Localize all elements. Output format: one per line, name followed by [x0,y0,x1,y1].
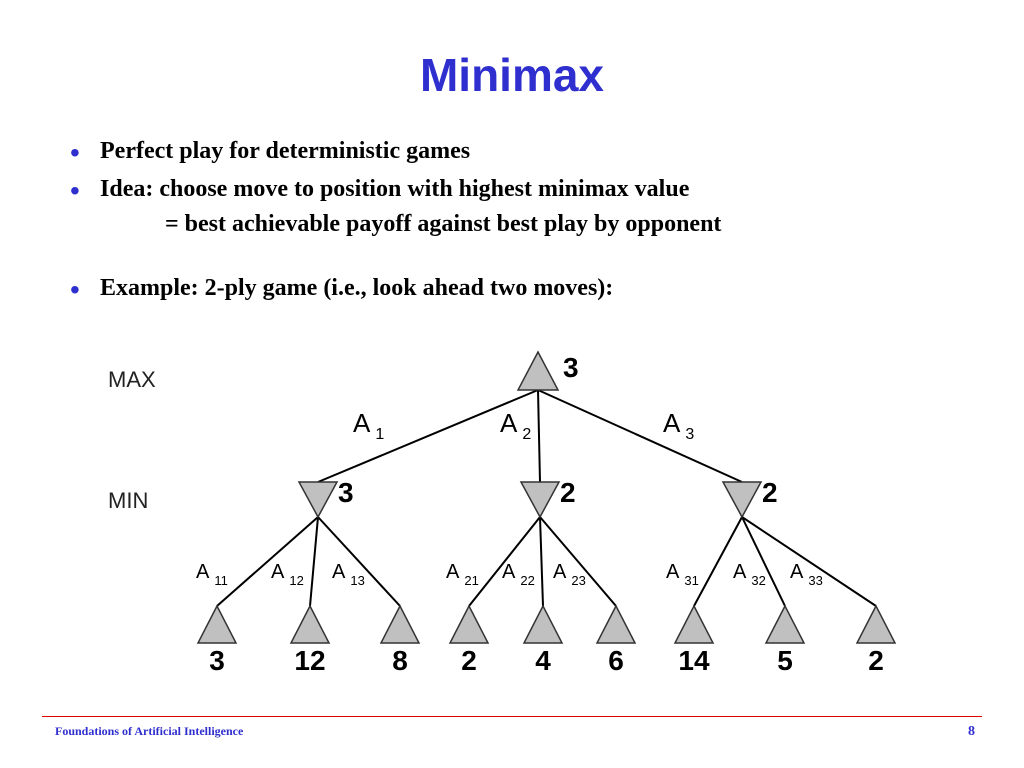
leaf-value: 14 [678,645,710,676]
slide-title: Minimax [419,49,605,101]
leaf-value: 2 [461,645,477,676]
bullet-list: • Perfect play for deterministic games •… [0,0,1024,330]
tree-edge [468,516,541,607]
leaf-node-triangle [289,604,331,644]
bullet-dot-icon: • [70,175,80,206]
bullet-1: Perfect play for deterministic games [100,138,471,164]
bullet-dot-icon: • [70,137,80,168]
tree-edge [539,516,617,607]
bullet-2-continuation: = best achievable payoff against best pl… [165,211,722,237]
footer-course-name: Foundations of Artificial Intelligence [55,724,244,738]
tree-edge [216,516,319,607]
leaf-node-triangle [196,604,238,644]
tree-edge [309,516,319,607]
tree-edge [539,516,544,607]
root-value: 3 [563,352,579,383]
leaf-value: 5 [777,645,793,676]
tree-edge [741,516,877,607]
tree-edge [317,389,539,483]
min-node-value: 2 [560,477,576,508]
leaf-node-triangle [855,604,897,644]
leaf-node-triangle [379,604,421,644]
leaf-value: 2 [868,645,884,676]
leaf-node-triangle [764,604,806,644]
leaf-value: 3 [209,645,225,676]
leaf-node-triangle [595,604,637,644]
bullet-3: Example: 2-ply game (i.e., look ahead tw… [100,275,614,301]
min-node-value: 2 [762,477,778,508]
bullet-dot-icon: • [70,274,80,305]
page-number: 8 [968,724,975,739]
leaf-node-triangle [522,604,564,644]
max-node-triangle [516,350,560,391]
tree-edge [537,389,541,483]
tree-edge [537,389,743,483]
leaf-node-triangle [448,604,490,644]
footer-divider [42,716,982,717]
min-node-triangle [519,481,561,519]
tree-edge [693,516,743,607]
leaf-value: 6 [608,645,624,676]
leaf-node-triangle [673,604,715,644]
leaf-value: 4 [535,645,551,676]
min-node-triangle [721,481,763,519]
min-node-value: 3 [338,477,354,508]
level-label-max: MAX [108,367,156,392]
bullet-2: Idea: choose move to position with highe… [100,176,690,202]
tree-edge [741,516,786,607]
min-node-triangle [297,481,339,519]
leaf-value: 8 [392,645,408,676]
level-label-min: MIN [108,488,148,513]
tree-edge [317,516,401,607]
leaf-value: 12 [294,645,325,676]
